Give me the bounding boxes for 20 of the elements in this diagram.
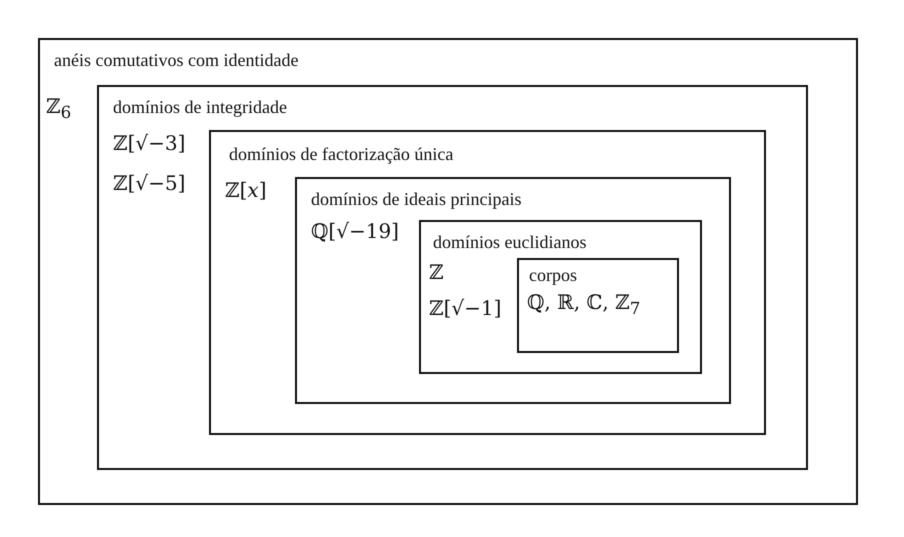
ring-example: ℤ [429,260,444,284]
ring-example: ℤ[√−5] [113,171,186,195]
ring-example: ℤ$_{6}$ [46,94,72,122]
set-class-heading: domínios euclidianos [433,232,586,253]
ring-example: ℤ[√−3] [113,131,186,155]
set-box [209,130,766,435]
set-box [97,85,808,470]
ring-example: ℚ[√−19] [311,219,399,243]
ring-example: ℤ[√−1] [429,296,502,320]
set-box [419,220,702,374]
set-class-heading: anéis comutativos com identidade [54,50,298,71]
set-box [295,177,731,404]
set-class-heading: corpos [529,265,577,286]
set-class-heading: domínios de ideais principais [311,189,522,210]
set-box [517,258,679,353]
ring-example: ℤ[x] [225,178,266,202]
set-class-heading: domínios de integridade [113,97,287,118]
ring-example: ℚ, ℝ, ℂ, ℤ$_{7}$ [527,290,640,318]
set-box [38,38,858,505]
set-class-heading: domínios de factorização única [229,144,454,165]
